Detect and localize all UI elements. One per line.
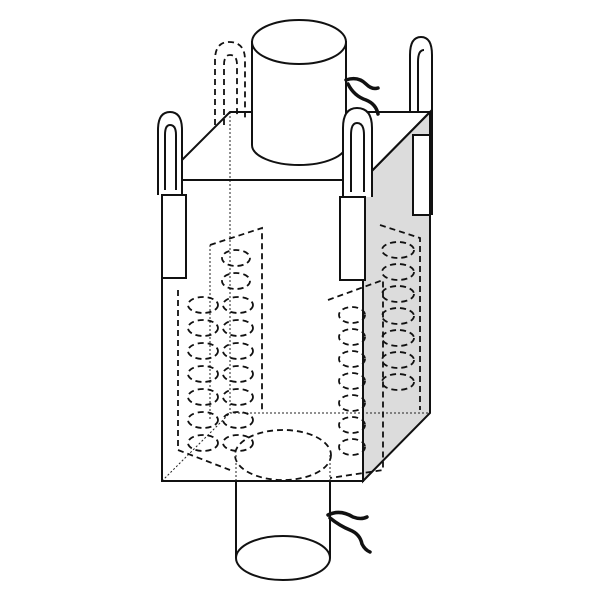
bottom-tie-icon <box>326 510 372 554</box>
baffle-right <box>327 224 421 479</box>
lifting-loop-back-left <box>214 41 246 125</box>
baffle-hole <box>222 296 254 314</box>
baffle-hole <box>338 372 366 390</box>
baffle-hole <box>221 249 251 267</box>
baffle-left <box>177 226 263 471</box>
hidden-edges <box>161 112 430 482</box>
baffle-hole <box>381 241 415 259</box>
baffle-hole <box>187 411 219 429</box>
baffle-hole <box>381 263 415 281</box>
baffle-hole <box>187 434 219 452</box>
baffle-hole <box>338 350 366 368</box>
baffle-hole <box>187 296 219 314</box>
baffle-hole <box>338 306 366 324</box>
baffle-hole <box>222 319 254 337</box>
top-tie-icon <box>344 76 380 116</box>
bag-front-face <box>161 179 364 482</box>
baffle-hole <box>381 351 415 369</box>
baffle-hole <box>187 319 219 337</box>
baffle-hole <box>187 388 219 406</box>
baffle-hole <box>187 342 219 360</box>
lifting-loop-front-right <box>339 106 373 281</box>
baffle-hole <box>338 416 366 434</box>
baffle-hole <box>338 328 366 346</box>
baffle-hole <box>381 285 415 303</box>
baffle-hole <box>221 272 251 290</box>
baffle-hole <box>381 307 415 325</box>
lifting-loop-back-right <box>409 35 433 216</box>
baffle-hole <box>222 434 254 452</box>
baffle-hole <box>222 365 254 383</box>
baffle-hole <box>187 365 219 383</box>
bottom-spout <box>234 429 332 581</box>
baffle-hole <box>338 438 366 456</box>
baffle-hole <box>222 411 254 429</box>
baffle-hole <box>381 329 415 347</box>
baffle-hole <box>338 394 366 412</box>
baffle-hole <box>381 373 415 391</box>
lifting-loop-front-left <box>157 110 187 279</box>
baffle-hole <box>222 342 254 360</box>
baffle-hole <box>222 388 254 406</box>
top-spout <box>251 19 347 166</box>
